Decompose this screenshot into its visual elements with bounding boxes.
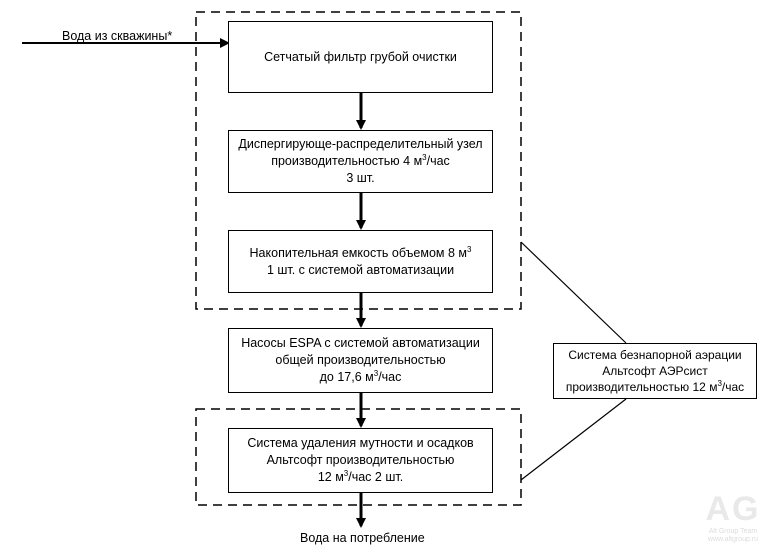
box-line: Накопительная емкость объемом 8 м3 — [249, 244, 472, 260]
coarse-filter-box: Сетчатый фильтр грубой очистки — [228, 21, 493, 93]
box-line: Диспергирующе-распределительный узел — [238, 137, 483, 151]
input-label: Вода из скважины* — [62, 29, 173, 43]
box-line: производительностью 12 м3/час — [565, 379, 745, 395]
box-line: 12 м3/час 2 шт. — [317, 468, 404, 484]
output-label: Вода на потребление — [300, 531, 425, 545]
box-line: общей производительностью — [275, 353, 446, 367]
logo-url: www.altgroup.ru — [707, 536, 759, 543]
aeration-system-box: Система безнапорной аэрации Альтсофт АЭР… — [553, 343, 757, 399]
box-line: Насосы ESPA с системой автоматизации — [241, 336, 480, 350]
storage-tank-box: Накопительная емкость объемом 8 м3 1 шт.… — [228, 230, 493, 293]
pumps-box: Насосы ESPA с системой автоматизации общ… — [228, 328, 493, 393]
side-connector-top — [520, 241, 627, 344]
dispersing-unit-box: Диспергирующе-распределительный узел про… — [228, 130, 493, 193]
watermark-logo: AG Alt Group Team www.altgroup.ru — [700, 490, 766, 550]
box-line: Альтсофт производительностью — [266, 453, 455, 467]
side-connector-bottom — [520, 398, 627, 481]
box-line: до 17,6 м3/час — [319, 368, 402, 384]
box-line: 3 шт. — [346, 171, 375, 185]
box-line: 1 шт. с системой автоматизации — [266, 262, 455, 277]
logo-mark: AG — [705, 490, 761, 528]
dashed-group-top — [195, 11, 522, 310]
box-line: Система безнапорной аэрации — [568, 348, 742, 362]
box-line: Система удаления мутности и осадков — [247, 436, 474, 450]
logo-brand: Alt Group Team — [708, 528, 758, 535]
box-line: Сетчатый фильтр грубой очистки — [264, 49, 457, 64]
box-line: Альтсофт АЭРсист — [602, 364, 708, 378]
turbidity-removal-box: Система удаления мутности и осадков Альт… — [228, 428, 493, 493]
box-line: производительностью 4 м3/час — [271, 152, 450, 168]
